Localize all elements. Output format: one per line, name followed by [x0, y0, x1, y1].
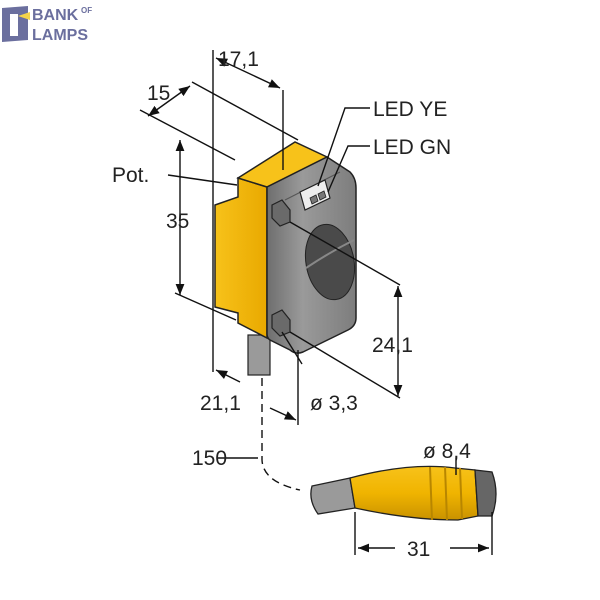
potentiometer-slot — [305, 239, 355, 269]
dim-label-hole-spacing: 24,1 — [372, 334, 413, 357]
logo-text-lamps: LAMPS — [32, 27, 88, 44]
led-gn-label: LED GN — [373, 136, 451, 159]
led-ye-leader — [317, 107, 370, 187]
led-ye-label: LED YE — [373, 98, 447, 121]
dim-label-height: 35 — [166, 210, 189, 233]
pot-label: Pot. — [112, 164, 149, 187]
logo-text-of: OF — [81, 6, 92, 15]
dim-label-cable-length: 150 — [192, 447, 227, 470]
connector — [310, 465, 497, 521]
dim-label-bottom-width: 21,1 — [200, 392, 241, 415]
cable-stub — [247, 334, 271, 376]
led-gn-leader — [327, 145, 370, 193]
cable-break-line — [261, 378, 301, 491]
dim-label-connector-diameter: ø 8,4 — [423, 440, 471, 463]
dimension-lines — [139, 50, 493, 555]
bank-of-lamps-logo: BANK OF LAMPS — [2, 6, 92, 44]
dim-label-width: 17,1 — [218, 48, 259, 71]
sensor-housing — [214, 141, 357, 354]
dim-label-depth: 15 — [147, 82, 170, 105]
dim-label-hole-diameter: ø 3,3 — [310, 392, 358, 415]
pot-leader — [167, 174, 238, 186]
logo-text-bank: BANK — [32, 7, 79, 24]
led-window — [299, 179, 331, 211]
dim-label-connector-length: 31 — [407, 538, 430, 561]
